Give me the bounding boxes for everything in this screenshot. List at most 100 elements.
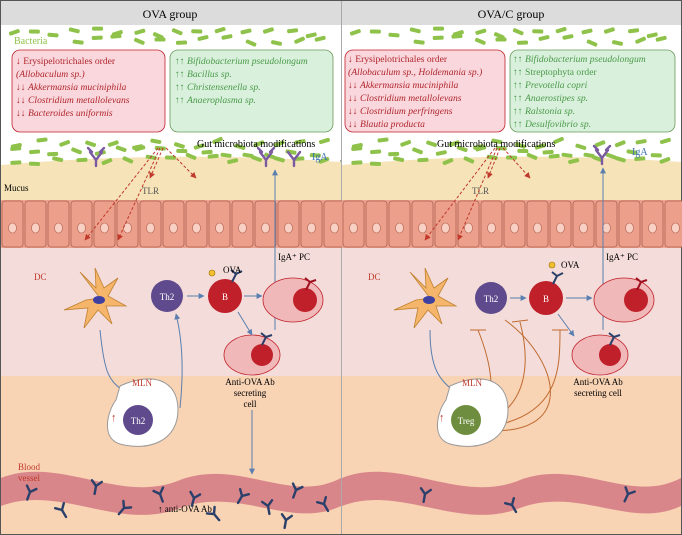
- bacterium-icon: [475, 145, 487, 152]
- bacterium-icon: [603, 27, 615, 34]
- cell-nucleus: [510, 222, 519, 234]
- bacterium-icon: [133, 37, 145, 45]
- taxon-name: (Allobaculum sp.): [16, 69, 85, 80]
- blood-label-1: Blood: [18, 462, 41, 472]
- gut-mod-label: Gut microbiota modifications: [197, 139, 315, 150]
- cell-nucleus: [215, 222, 224, 234]
- taxon-item: ↑↑ Bacillus sp.: [175, 69, 232, 80]
- taxon-item: ↓↓ Blautia producta: [348, 119, 425, 130]
- iga-pc-label: IgA⁺ PC: [278, 252, 310, 262]
- bacterium-icon: [134, 145, 146, 152]
- cell-nucleus: [123, 222, 132, 234]
- ova-label: OVA: [561, 260, 580, 270]
- taxon-item: ↑↑ Prevotella copri: [513, 80, 588, 91]
- bacterium-icon: [512, 28, 524, 36]
- panel-title: OVA/C group: [478, 7, 545, 21]
- epithelium: [1, 200, 346, 248]
- change-arrow: ↓↓: [16, 82, 28, 93]
- panel-title: OVA group: [143, 7, 198, 21]
- panel-ova-c: OVA/C group ↓ Erysipelotrichales order (…: [342, 1, 682, 534]
- bacterium-icon: [314, 35, 326, 42]
- bacterium-icon: [349, 29, 361, 36]
- change-arrow: ↑↑: [175, 69, 187, 80]
- antibody-icon: [25, 484, 38, 501]
- bacterium-icon: [8, 29, 20, 36]
- bacterium-icon: [635, 36, 646, 44]
- bacterium-icon: [655, 35, 667, 42]
- bacteria-label: Bacteria: [14, 36, 48, 47]
- bacterium-icon: [175, 40, 188, 45]
- th2-label: Th2: [160, 292, 175, 302]
- bacterium-icon: [171, 28, 183, 36]
- bacterium-icon: [475, 28, 487, 35]
- treg-increase-arrow: ↑: [439, 412, 445, 424]
- increased-taxa-box: [169, 49, 334, 133]
- change-arrow: ↓↓: [348, 93, 360, 104]
- bacterium-icon: [220, 152, 232, 158]
- bacterium-icon: [562, 34, 574, 40]
- bacterium-icon: [583, 152, 595, 158]
- treg-label: Treg: [458, 416, 475, 426]
- bacterium-icon: [294, 36, 305, 44]
- cell-nucleus: [330, 222, 339, 234]
- bacterium-icon: [388, 32, 400, 38]
- secreting-cell-nucleus: [599, 344, 621, 366]
- dc-nucleus: [93, 296, 105, 304]
- bacterium-icon: [463, 156, 475, 164]
- iga-receptor-icon: [635, 277, 648, 291]
- change-arrow: ↑↑: [513, 119, 525, 130]
- cell-nucleus: [533, 222, 542, 234]
- bacterium-icon: [400, 139, 412, 147]
- taxon-name: Bacteroides uniformis: [28, 108, 113, 119]
- bacterium-icon: [197, 35, 209, 41]
- cell-nucleus: [602, 222, 611, 234]
- taxon-item: ↓↓ Clostridium perfringens: [348, 106, 453, 117]
- tlr-signal-arrows: [84, 147, 197, 241]
- bacterium-icon: [10, 146, 22, 151]
- bacterium-icon: [318, 137, 330, 145]
- secreting-cell-nucleus: [251, 344, 273, 366]
- panel-header: [342, 1, 681, 25]
- bacterium-icon: [351, 160, 363, 165]
- bacterium-icon: [377, 137, 389, 143]
- cell-nucleus: [31, 222, 40, 234]
- taxon-item: (Allobaculum sp.): [16, 69, 85, 80]
- ova-antigen-icon: [208, 269, 216, 277]
- antibody-icon: [608, 332, 621, 346]
- ab-cell-label-2: secreting cell: [574, 388, 622, 398]
- bacterium-icon: [262, 27, 274, 34]
- taxon-item: ↑↑ Streptophyta order: [513, 67, 597, 78]
- bacterium-icon: [435, 150, 447, 156]
- taxon-name: Bifidobacterium pseudolongum: [525, 54, 646, 65]
- gut-mod-label: Gut microbiota modifications: [437, 139, 555, 150]
- bacterium-icon: [526, 152, 538, 160]
- antibody-icon: [189, 490, 202, 507]
- bacterium-icon: [412, 147, 423, 155]
- bacterium-icon: [495, 37, 507, 42]
- taxon-name: Erysipelotrichales order: [23, 56, 116, 67]
- bacterium-icon: [491, 138, 503, 145]
- th2-increase-arrow: ↑: [111, 412, 117, 424]
- bacterium-icon: [351, 146, 363, 151]
- bacterium-icon: [270, 40, 283, 46]
- taxon-name: Clostridium metallolevans: [360, 93, 462, 104]
- bacterium-icon: [207, 153, 219, 159]
- cell-nucleus: [418, 222, 427, 234]
- change-arrow: ↓↓: [348, 119, 360, 130]
- bacterium-icon: [185, 152, 197, 160]
- b-cell: [529, 281, 563, 315]
- dendritic-cell: [63, 267, 128, 329]
- antibody-icon: [315, 495, 330, 513]
- bacterium-icon: [474, 37, 486, 45]
- bacterium-icon: [561, 152, 573, 158]
- iga-pc-label: IgA⁺ PC: [606, 252, 638, 262]
- taxon-item: ↑↑ Anaerostipes sp.: [513, 93, 588, 104]
- taxon-name: Streptophyta order: [525, 67, 597, 78]
- tlr-label: TLR: [142, 186, 159, 196]
- bacterium-icon: [176, 148, 188, 154]
- cell-nucleus: [372, 222, 381, 234]
- cell-nucleus: [8, 222, 17, 234]
- bacterium-icon: [532, 29, 544, 34]
- bacterium-icon: [413, 39, 425, 45]
